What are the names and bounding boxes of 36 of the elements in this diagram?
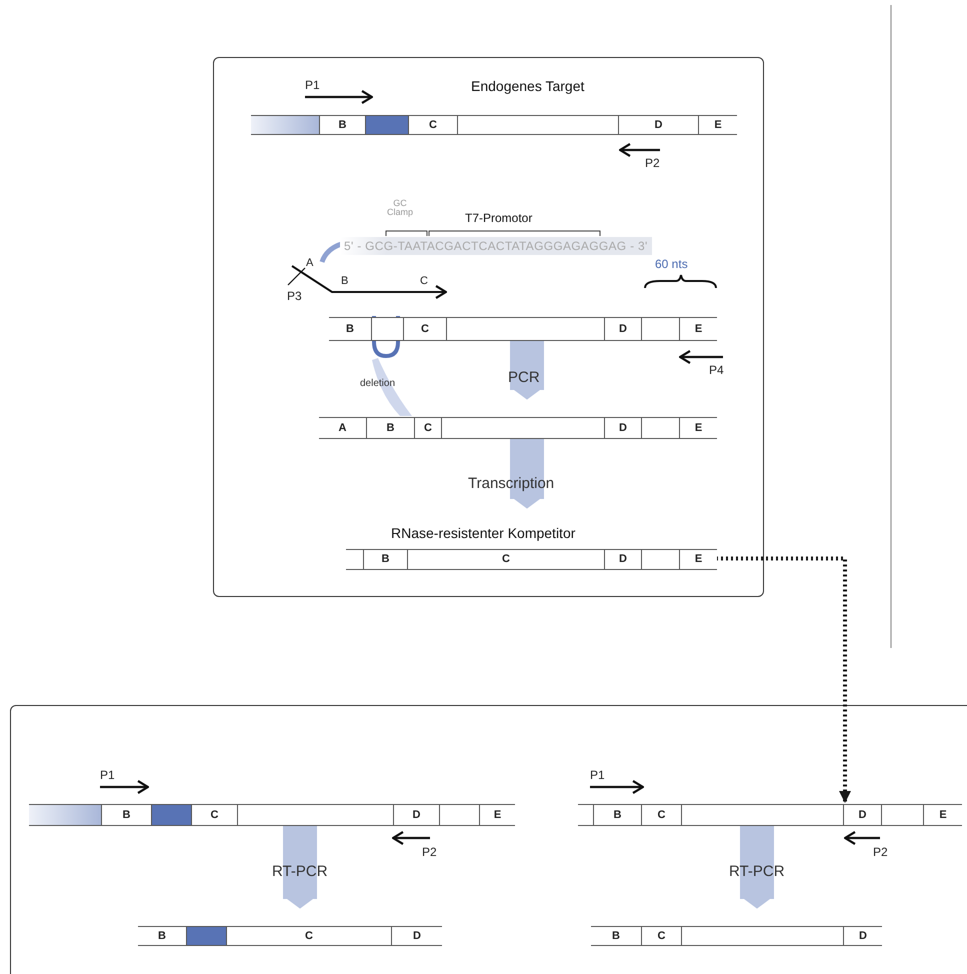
gene-segment: D bbox=[843, 927, 882, 945]
edge-label: RT-PCR bbox=[729, 864, 785, 879]
annotation-label: B bbox=[341, 276, 348, 287]
gene-segment: E bbox=[479, 805, 515, 825]
edge-label: Transcription bbox=[468, 476, 554, 491]
annotation-label: P4 bbox=[709, 364, 724, 376]
annotation-label: P1 bbox=[100, 769, 115, 781]
sequence-text: 5' - GCG-TAATACGACTCACTATAGGGAGAGGAG - 3' bbox=[340, 237, 652, 255]
annotation-label: 60 nts bbox=[655, 258, 688, 270]
annotation-label: C bbox=[420, 276, 428, 287]
edge-label: RT-PCR bbox=[272, 864, 328, 879]
gene-segment: E bbox=[923, 805, 962, 825]
annotation-label: T7-Promotor bbox=[465, 212, 532, 224]
gene-segment: E bbox=[679, 318, 717, 340]
dotted-arrow bbox=[716, 556, 851, 803]
gene-segment: E bbox=[698, 116, 737, 134]
process-arrow bbox=[510, 438, 544, 509]
gene-segment: E bbox=[679, 418, 717, 438]
process-arrow bbox=[510, 340, 544, 400]
panel-frame bbox=[10, 705, 967, 974]
strand-title: RNase-resistenter Kompetitor bbox=[391, 526, 576, 540]
annotation-label: P1 bbox=[305, 79, 320, 91]
edge-label: PCR bbox=[508, 370, 540, 385]
annotation-label: P2 bbox=[422, 846, 437, 858]
process-arrow bbox=[740, 825, 774, 909]
process-arrow bbox=[283, 825, 317, 909]
annotation-label: P2 bbox=[645, 157, 660, 169]
strand-title: Endogenes Target bbox=[471, 79, 584, 93]
gene-segment: E bbox=[679, 550, 717, 569]
annotation-label: P3 bbox=[287, 290, 302, 302]
annotation-label: deletion bbox=[360, 379, 396, 389]
annotation-label: GC Clamp bbox=[386, 199, 414, 217]
annotation-label: A bbox=[306, 258, 314, 269]
annotation-label: P2 bbox=[873, 846, 888, 858]
annotation-label: P1 bbox=[590, 769, 605, 781]
gene-segment: D bbox=[391, 927, 442, 945]
